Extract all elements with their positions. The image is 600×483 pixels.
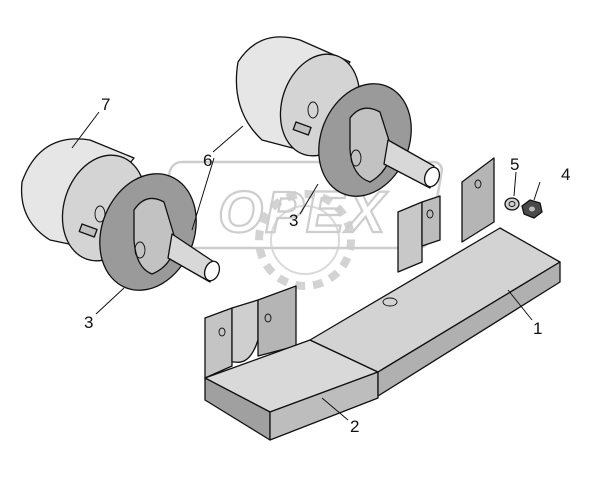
stud-right [292,121,312,136]
stud-left [78,223,98,238]
callout-6: 6 [203,151,212,170]
nut-part-4 [521,199,543,219]
mount-assembly-left [20,138,221,291]
leader-lines [71,111,541,421]
mount-assembly-right [235,36,441,197]
plate-part-1 [309,157,561,397]
callout-4: 4 [561,165,570,184]
callout-5: 5 [510,155,519,174]
callout-3-right: 3 [289,211,298,230]
callout-3-left: 3 [84,313,93,332]
callout-2: 2 [350,417,359,436]
hose-nipple-left [167,233,215,283]
washer-part-5 [504,197,520,211]
callout-1: 1 [533,319,542,338]
hose-nipple-right [383,139,435,189]
bracket-part-2 [204,285,379,441]
callout-7: 7 [101,95,110,114]
